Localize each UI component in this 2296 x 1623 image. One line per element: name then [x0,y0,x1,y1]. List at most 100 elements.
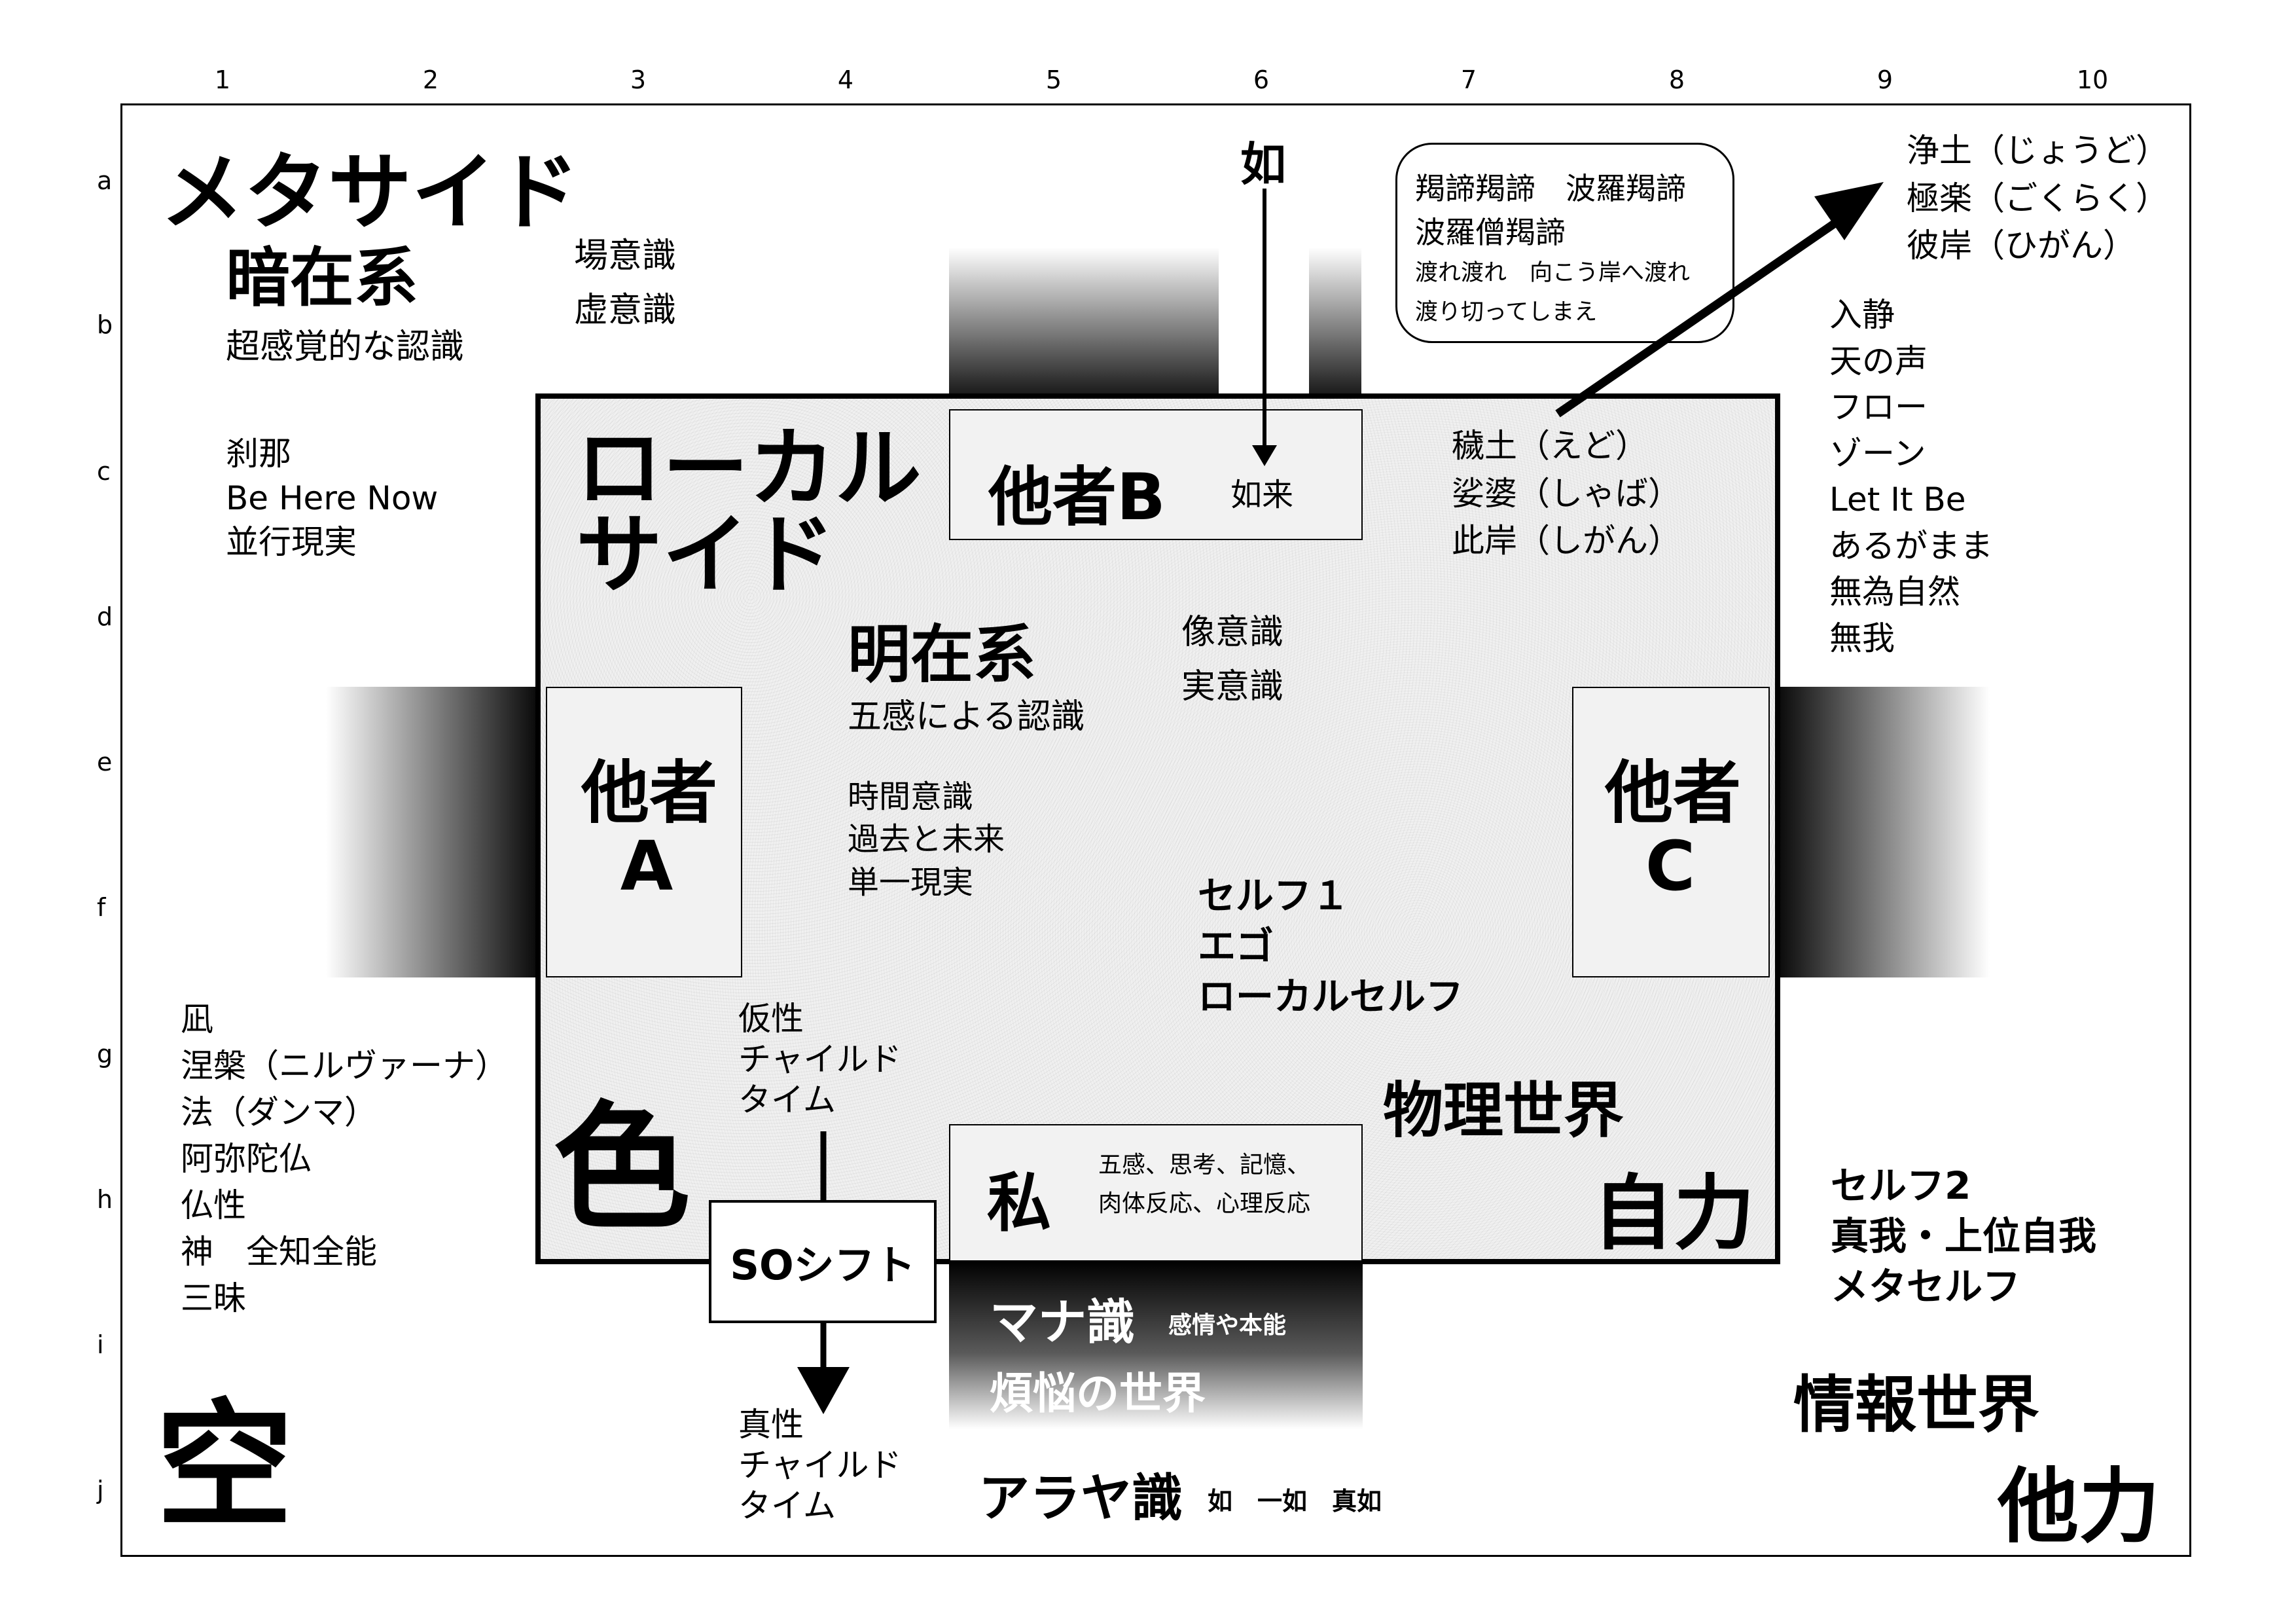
row-label-h: h [97,1185,113,1214]
pure-land-list: 浄土（じょうど） 極楽（ごくらく） 彼岸（ひがん） [1907,127,2168,270]
implicit-order-desc: 超感覚的な認識 [226,327,465,367]
shiki-label: 色 [553,1088,691,1249]
row-label-i: i [97,1330,104,1359]
time-consciousness-item: 単一現実 [848,864,974,901]
pure-land-arrow-head [1814,182,1884,240]
nyorai-gradient [1309,247,1361,411]
flow-state-item: ゾーン [1829,434,1926,473]
field-consciousness-item: 場意識 [574,236,677,276]
manas-title: マナ識 [990,1294,1135,1351]
column-label-7: 7 [1460,65,1477,94]
watashi-desc-line: 肉体反応、心理反応 [1098,1190,1311,1218]
flow-state-item: Let It Be [1829,481,1966,519]
so-shift-before-item: タイム [738,1081,836,1119]
row-label-a: a [97,166,113,195]
mantra-bubble [1395,143,1734,343]
alaya-title: アラヤ識 [978,1469,1183,1528]
watashi-box [949,1124,1363,1262]
so-shift-before: 仮性 チャイルド タイム [738,998,902,1120]
so-shift-after-item: 真性 [738,1406,804,1444]
self1-item: セルフ１ [1198,873,1350,918]
self1-list: セルフ１ エゴ ローカルセルフ [1198,871,1463,1022]
explicit-order-title: 明在系 [848,618,1036,691]
pure-land-item: 浄土（じょうど） [1907,132,2168,170]
column-label-6: 6 [1253,65,1270,94]
alaya-subtitle: 如 一如 真如 [1208,1487,1382,1516]
ku-label: 空 [156,1386,294,1546]
moment-item: 並行現実 [226,523,357,561]
watashi-desc: 五感、思考、記憶、 肉体反応、心理反応 [1098,1146,1310,1224]
implicit-order-title: 暗在系 [226,241,419,316]
meta-side-title: メタサイド [160,144,580,242]
flow-states-list: 入静 天の声 フロー ゾーン Let It Be あるがまま 無為自然 無我 [1829,292,1993,661]
nirvana-item: 仏性 [181,1186,246,1224]
column-label-9: 9 [1876,65,1893,94]
row-label-e: e [97,748,113,776]
watashi-desc-line: 五感、思考、記憶、 [1098,1152,1311,1178]
other-c-label-line: 他者 [1605,753,1742,833]
image-consciousness: 像意識 実意識 [1181,606,1283,714]
image-consciousness-item: 像意識 [1181,613,1284,652]
column-label-4: 4 [837,65,854,94]
physical-world-label: 物理世界 [1383,1076,1624,1146]
defiled-land-item: 此岸（しがん） [1452,522,1681,560]
nirvana-item: 涅槃（ニルヴァーナ） [181,1047,508,1085]
nirvana-item: 法（ダンマ） [181,1093,377,1131]
self1-item: ローカルセルフ [1198,974,1464,1019]
nyorai-label: 如来 [1230,477,1294,513]
moment-item: 刹那 [226,435,291,473]
jiriki-label: 自力 [1592,1167,1755,1261]
local-side-title-line: サイド [576,505,835,606]
column-label-8: 8 [1668,65,1685,94]
column-label-10: 10 [2076,65,2109,94]
explicit-order-desc: 五感による認識 [848,697,1085,737]
so-shift-before-item: 仮性 [738,1000,804,1038]
self2-item: セルフ2 [1831,1163,1971,1208]
flow-state-item: 無為自然 [1829,573,1960,611]
mantra-line: 渡り切ってしまえ [1415,299,1598,325]
so-shift-after-item: タイム [738,1487,836,1525]
manas-subtitle: 感情や本能 [1168,1312,1287,1339]
flow-state-item: 無我 [1829,619,1895,657]
info-world-label: 情報世界 [1793,1370,2040,1441]
other-b-gradient [949,247,1219,411]
mantra-line: 渡れ渡れ 向こう岸へ渡れ [1415,260,1691,287]
other-c-label: 他者 C [1605,753,1742,907]
field-consciousness: 場意識 虚意識 [574,229,676,338]
flow-state-item: 入静 [1829,296,1895,334]
nirvana-item: 神 全知全能 [181,1233,377,1271]
column-label-2: 2 [422,65,439,94]
pure-land-arrow-shaft [1555,214,1845,418]
time-consciousness-item: 時間意識 [848,778,974,815]
row-label-f: f [97,893,106,922]
flow-state-item: フロー [1829,388,1928,426]
flow-state-item: あるがまま [1829,526,1993,565]
moment-item: Be Here Now [226,479,439,517]
other-c-label-line: C [1645,826,1696,907]
nyorai-arrow-head [1252,445,1277,466]
other-a-label: 他者 A [581,756,717,907]
nirvana-item: 三昧 [181,1279,246,1317]
time-consciousness: 時間意識 過去と未来 単一現実 [848,776,1005,904]
row-label-d: d [97,602,113,631]
other-a-gradient [326,687,546,977]
so-shift-arrow-head [797,1367,850,1414]
mantra-line: 波羅僧羯諦 [1415,214,1566,250]
row-label-b: b [97,310,113,339]
column-label-1: 1 [214,65,231,94]
tariki-label: 他力 [1998,1460,2161,1554]
self2-list: セルフ2 真我・上位自我 メタセルフ [1831,1161,2096,1312]
local-side-title-line: ローカル [576,418,922,519]
defiled-land-item: 娑婆（しゃば） [1452,474,1681,513]
so-shift-before-item: チャイルド [738,1040,902,1078]
so-shift-after: 真性 チャイルド タイム [738,1404,902,1526]
column-label-5: 5 [1045,65,1062,94]
moment-list: 刹那 Be Here Now 並行現実 [226,432,438,565]
manas-block [949,1260,1363,1429]
other-a-label-line: A [620,826,673,907]
field-consciousness-item: 虚意識 [574,291,677,331]
mantra-text: 羯諦羯諦 波羅羯諦 波羅僧羯諦 渡れ渡れ 向こう岸へ渡れ 渡り切ってしまえ [1415,167,1690,332]
self2-item: メタセルフ [1831,1264,2021,1309]
manas-world: 煩悩の世界 [990,1368,1206,1419]
